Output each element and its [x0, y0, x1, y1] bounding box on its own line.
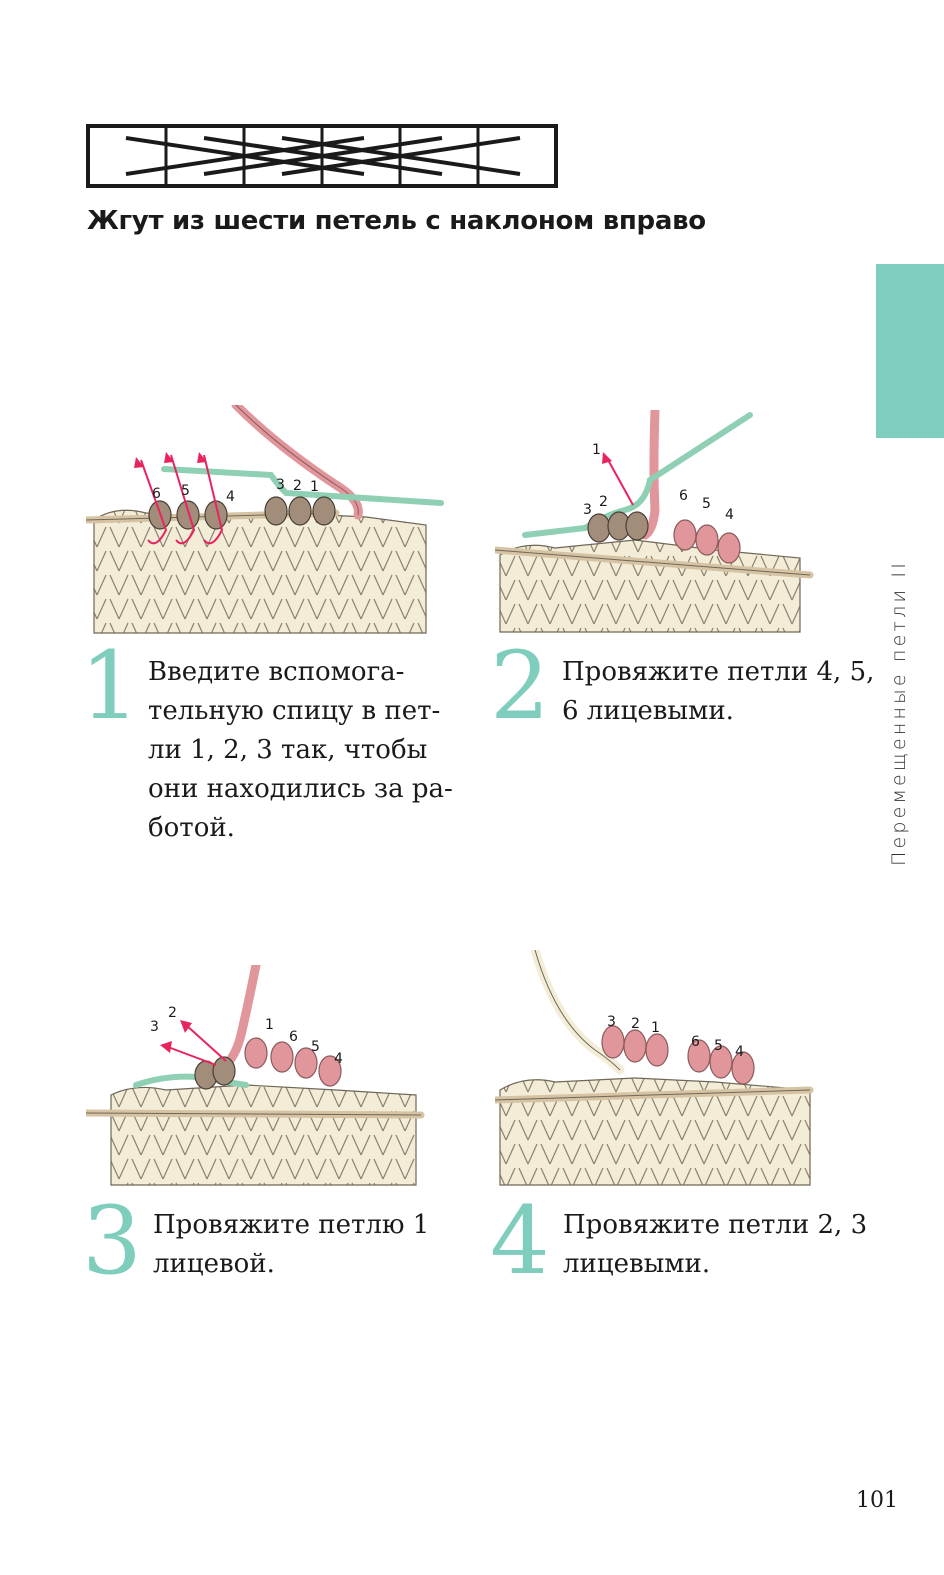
loop-label: 2: [599, 494, 608, 510]
text-line: Введите вспомога-: [148, 657, 405, 687]
loop-label: 1: [592, 442, 601, 458]
step-2-illustration: 1 3 2 6 5 4: [495, 410, 814, 633]
text-line: ли 1, 2, 3 так, чтобы: [148, 735, 428, 765]
loop-label: 4: [725, 507, 734, 523]
text-line: Провяжите петли 2, 3: [563, 1210, 868, 1240]
loop-label: 6: [152, 486, 161, 502]
loop-label: 4: [226, 489, 235, 505]
step-4-text: Провяжите петли 2, 3 лицевыми.: [563, 1206, 867, 1284]
cable-chart-symbol: [86, 124, 558, 188]
step-1-text: Введите вспомога- тельную спицу в пет- л…: [148, 653, 453, 848]
loop-label: 5: [181, 483, 190, 499]
loop-label: 3: [583, 502, 592, 518]
text-line: лицевой.: [153, 1249, 275, 1279]
loop-label: 4: [735, 1044, 744, 1060]
step-3-text: Провяжите петлю 1 лицевой.: [153, 1206, 429, 1284]
chapter-tab: [876, 264, 944, 438]
loop-label: 1: [651, 1020, 660, 1036]
loop-label: 3: [276, 477, 285, 493]
chapter-side-label: Перемещенные петли II: [888, 559, 910, 866]
page-title: Жгут из шести петель с наклоном вправо: [87, 206, 706, 236]
loop-label: 5: [714, 1038, 723, 1054]
loop-label: 2: [168, 1005, 177, 1021]
loop-label: 3: [150, 1019, 159, 1035]
step-3-number: 3: [82, 1187, 142, 1296]
loop-label: 4: [334, 1051, 343, 1067]
loop-label: 2: [293, 478, 302, 494]
loop-label: 3: [607, 1014, 616, 1030]
step-1-illustration: 6 5 4 3 2 1: [86, 405, 444, 634]
text-line: 6 лицевыми.: [562, 696, 734, 726]
loop-label: 6: [691, 1034, 700, 1050]
text-line: тельную спицу в пет-: [148, 696, 441, 726]
loop-label: 1: [310, 479, 319, 495]
step-3-illustration: 3 2 1 6 5 4: [86, 965, 425, 1186]
step-2-text: Провяжите петли 4, 5, 6 лицевыми.: [562, 653, 874, 731]
loop-label: 5: [311, 1039, 320, 1055]
loop-label: 2: [631, 1016, 640, 1032]
step-4-number: 4: [490, 1187, 550, 1296]
step-2-number: 2: [490, 632, 550, 741]
loop-label: 6: [289, 1029, 298, 1045]
page-number: 101: [856, 1488, 898, 1513]
loop-label: 5: [702, 496, 711, 512]
text-line: Провяжите петлю 1: [153, 1210, 430, 1240]
text-line: ботой.: [148, 813, 235, 843]
loop-label: 1: [265, 1017, 274, 1033]
loop-label: 6: [679, 488, 688, 504]
text-line: они находились за ра-: [148, 774, 453, 804]
step-1-number: 1: [80, 632, 140, 741]
text-line: лицевыми.: [563, 1249, 711, 1279]
step-4-illustration: 3 2 1 6 5 4: [495, 950, 814, 1186]
text-line: Провяжите петли 4, 5,: [562, 657, 875, 687]
